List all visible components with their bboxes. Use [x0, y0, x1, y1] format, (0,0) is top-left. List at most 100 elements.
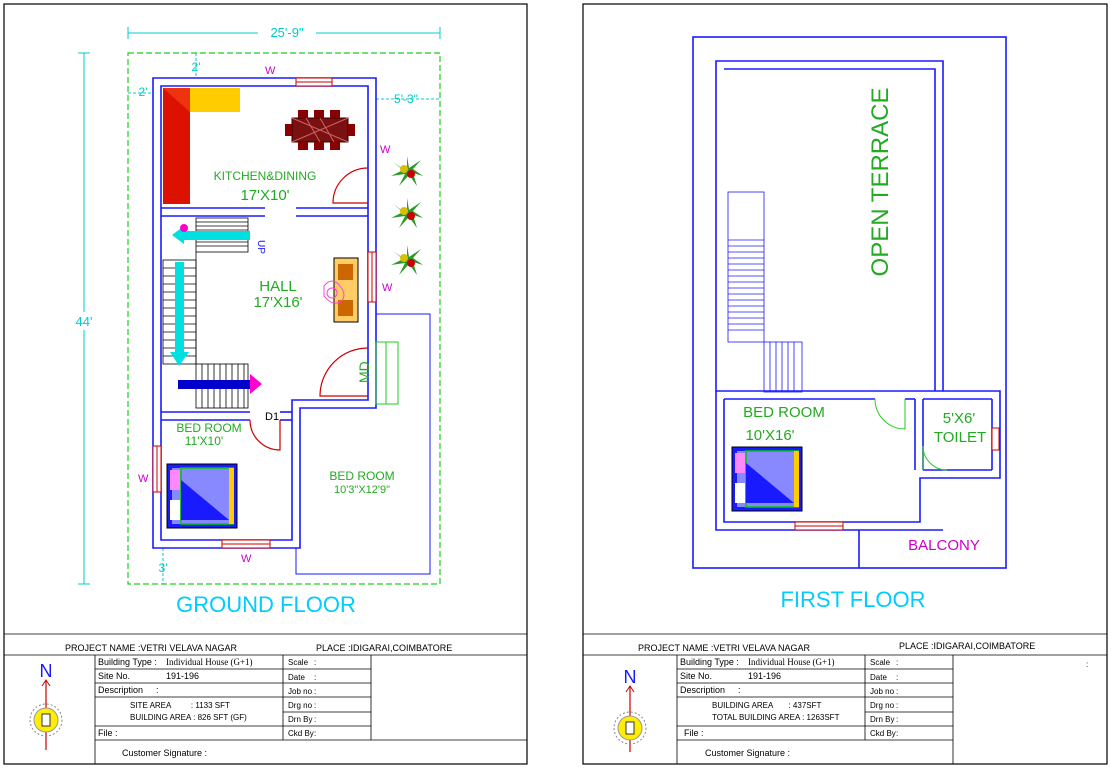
ff-bedroom-name: BED ROOM [743, 404, 825, 421]
right-ckdby-colon: : [896, 729, 898, 738]
toilet-name: TOILET [934, 429, 986, 446]
right-project-name: PROJECT NAME :VETRI VELAVA NAGAR [638, 643, 811, 653]
open-terrace-label: OPEN TERRACE [867, 88, 894, 277]
width-dim-label: 25'-9" [270, 25, 304, 40]
right-jobno-colon: : [896, 687, 898, 696]
right-area-line1: BUILDING AREA : 437SFT [712, 701, 821, 710]
left-jobno-label: Job no [288, 687, 313, 696]
bedroom1-name: BED ROOM [176, 421, 241, 435]
plant-icons [391, 156, 423, 275]
right-area-line2: TOTAL BUILDING AREA : 1263SFT [712, 713, 840, 722]
toilet-door [922, 445, 948, 471]
left-ckdby-label: Ckd By [288, 729, 314, 738]
bedroom2-size: 10'3"X12'9" [334, 484, 390, 496]
side-setback-label: 2' [139, 85, 148, 99]
right-ckdby-label: Ckd By [870, 729, 896, 738]
left-sheet: 25'-9" 44' 2' 2' 5'-3" 3' [3, 3, 528, 765]
left-place: PLACE :IDIGARAI,COIMBATORE [316, 643, 452, 653]
ff-bedroom-size: 10'X16' [745, 427, 794, 444]
right-scale-label: Scale [870, 658, 891, 667]
right-drgno-label: Drg no [870, 701, 895, 710]
left-date-colon: : [314, 673, 316, 682]
north-label: N [40, 661, 53, 681]
first-floor-staircase [727, 191, 803, 393]
bedroom1-size: 11'X10' [185, 434, 223, 448]
door-label: D1 [265, 411, 279, 423]
window-label-kitchen: W [380, 144, 391, 156]
left-site-no-label: Site No. [98, 671, 130, 681]
north-arrow-icon-right: N [613, 667, 647, 752]
right-file-label: File : [684, 728, 704, 738]
window-label-top: W [265, 65, 276, 77]
left-scale-colon: : [314, 658, 316, 667]
hall-name: HALL [259, 278, 297, 295]
dining-table [285, 110, 355, 150]
north-arrow-icon: N [29, 661, 63, 750]
ground-windows [152, 77, 377, 549]
left-building-type-label: Building Type : [98, 657, 157, 667]
main-door [319, 347, 369, 397]
left-ckdby-colon: : [314, 729, 316, 738]
setback-line [127, 52, 441, 585]
depth-dimension: 44' [70, 52, 100, 585]
first-floor-title: FIRST FLOOR [780, 587, 925, 612]
rear-setback-label: 3' [159, 561, 168, 575]
right-customer-signature: Customer Signature : [705, 748, 790, 758]
right-drnby-label: Drn By [870, 715, 894, 724]
kitchen-name: KITCHEN&DINING [214, 169, 317, 183]
left-drgno-colon: : [314, 701, 316, 710]
right-site-no-label: Site No. [680, 671, 712, 681]
bed-ground [166, 463, 238, 529]
ff-window-toilet [991, 427, 1000, 451]
right-building-type-label: Building Type : [680, 657, 739, 667]
right-title-block [583, 633, 1107, 764]
left-site-no-value: 191-196 [166, 671, 199, 681]
width-dimension: 25'-9" [127, 25, 441, 40]
right-description-colon: : [738, 685, 741, 695]
right-description-label: Description [680, 685, 725, 695]
left-building-type-value: Individual House (G+1) [166, 657, 253, 667]
left-drnby-label: Drn By [288, 715, 312, 724]
right-sheet-border [582, 3, 1108, 765]
left-customer-signature: Customer Signature : [122, 748, 207, 758]
main-door-steps [375, 341, 399, 405]
hall-size: 17'X16' [253, 294, 302, 311]
window-label-hall: W [382, 282, 393, 294]
left-jobno-colon: : [314, 687, 316, 696]
right-place: PLACE :IDIGARAI,COIMBATORE [899, 641, 1035, 651]
left-project-name: PROJECT NAME :VETRI VELAVA NAGAR [65, 643, 238, 653]
left-area-line1: SITE AREA : 1133 SFT [130, 701, 230, 710]
left-scale-label: Scale [288, 658, 309, 667]
right-drgno-colon: : [896, 701, 898, 710]
ground-floor-title: GROUND FLOOR [176, 592, 356, 617]
bedroom-door [249, 419, 281, 451]
right-drnby-colon: : [896, 715, 898, 724]
right-sheet: OPEN TERRACE BED ROOM 10'X16' 5'X6' TOIL… [582, 3, 1108, 765]
balcony-label: BALCONY [908, 537, 980, 554]
ground-floor-walls [152, 77, 377, 549]
main-door-label: MD [356, 361, 372, 383]
right-date-colon: : [896, 673, 898, 682]
right-corner-colon: : [1086, 660, 1088, 669]
left-file-label: File : [98, 728, 118, 738]
left-drnby-colon: : [314, 715, 316, 724]
kitchen-door [332, 167, 369, 204]
bed-first-floor [731, 446, 803, 512]
sofa [323, 257, 359, 323]
left-description-label: Description [98, 685, 143, 695]
north-label-right: N [624, 667, 637, 687]
left-date-label: Date [288, 673, 305, 682]
left-drgno-label: Drg no [288, 701, 313, 710]
left-area-line2: BUILDING AREA : 826 SFT (GF) [130, 713, 247, 722]
stair-up-label: UP [255, 240, 266, 254]
kitchen-size: 17'X10' [240, 187, 289, 204]
right-setback-label: 5'-3" [394, 92, 418, 106]
left-title-block [4, 633, 527, 764]
left-description-colon: : [156, 685, 159, 695]
right-jobno-label: Job no [870, 687, 895, 696]
front-setback-label: 2' [192, 60, 201, 74]
left-sheet-border [3, 3, 528, 765]
bedroom2-name: BED ROOM [329, 469, 394, 483]
right-site-no-value: 191-196 [748, 671, 781, 681]
